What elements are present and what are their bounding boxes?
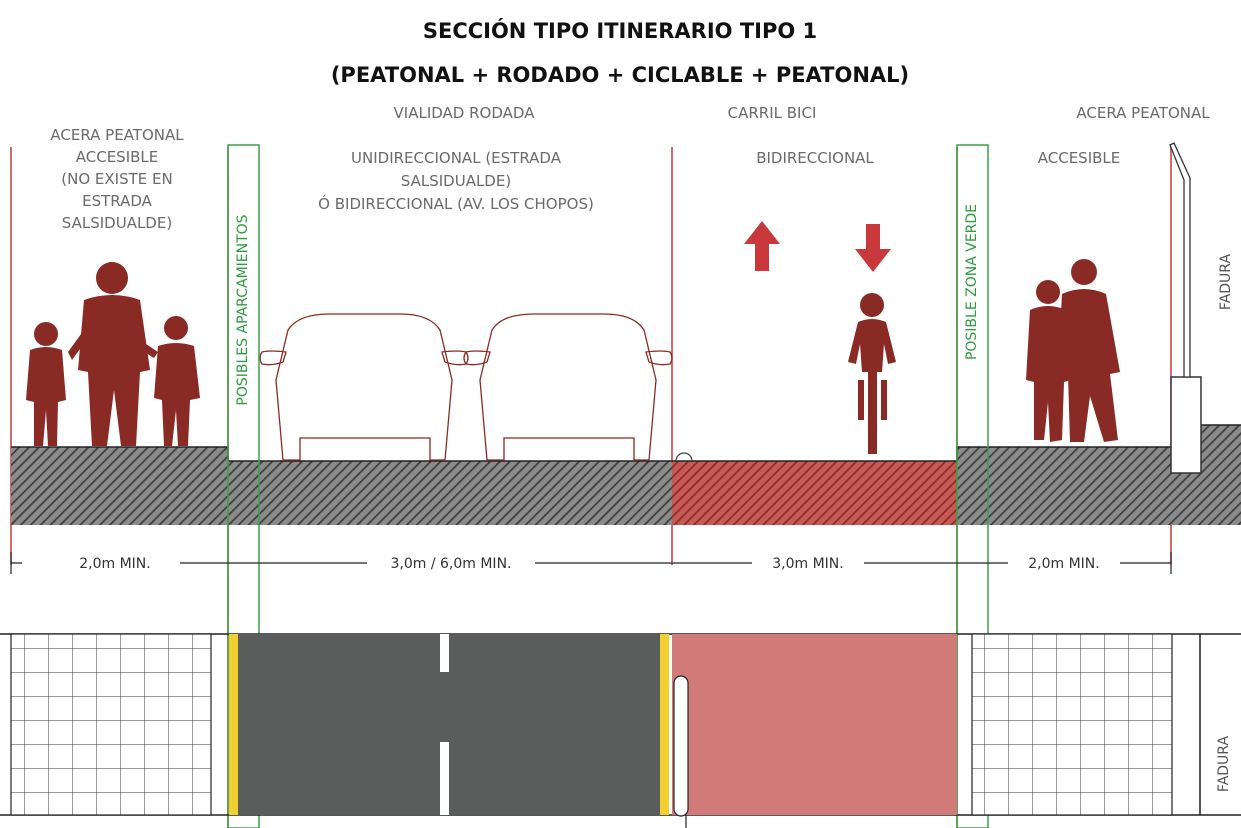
bike-heading: CARRIL BICI [728,104,817,122]
bike-line: BIDIRECCIONAL [756,149,874,167]
pedestrian-family-icon [26,262,200,446]
road-heading: VIALIDAD RODADA [394,104,536,122]
title-line-2: (PEATONAL + RODADO + CICLABLE + PEATONAL… [331,63,909,87]
plan-left-sidewalk [10,633,212,816]
road-line-1: UNIDIRECCIONAL (ESTRADA [351,149,562,167]
road-line-2: SALSIDUALDE) [401,172,511,190]
left-sidewalk-line-2: ACCESIBLE [76,148,159,166]
cyclist-icon [848,293,896,454]
facade-label-section: FADURA [1218,254,1234,311]
title-line-1: SECCIÓN TIPO ITINERARIO TIPO 1 [423,18,817,43]
car-left-icon [259,313,469,461]
pedestrian-couple-icon [1026,259,1120,442]
left-sidewalk-line-3: (NO EXISTE EN [61,170,172,188]
road-line-3: Ó BIDIRECCIONAL (AV. LOS CHOPOS) [318,194,594,213]
green-zone-strip [956,144,989,828]
plan-right-sidewalk [971,633,1173,816]
left-sidewalk-line-4: ESTRADA [82,192,153,210]
parking-label: POSIBLES APARCAMIENTOS [235,214,251,405]
dimension-bike-lane: 3,0m MIN. [772,556,843,572]
green-zone-label: POSIBLE ZONA VERDE [964,204,980,360]
plan-view [0,633,1241,828]
dimension-right-sidewalk: 2,0m MIN. [1028,556,1099,572]
dimension-left-sidewalk: 2,0m MIN. [79,556,150,572]
facade-wall [1169,142,1202,474]
right-sidewalk-heading: ACERA PEATONAL [1076,104,1210,122]
dimension-line [10,552,1172,574]
left-sidewalk-line-5: SALSIDUALDE) [62,214,172,232]
plan-yellow-line-left [229,634,238,815]
ground-section [11,424,1241,525]
arrow-up-icon [744,221,780,271]
left-sidewalk-line-1: ACERA PEATONAL [50,126,184,144]
plan-bike-lane [672,634,957,815]
parking-strip [227,144,260,828]
car-right-icon [463,313,673,461]
facade-label-plan: FADURA [1216,736,1232,793]
right-sidewalk-line: ACCESIBLE [1038,149,1121,167]
arrow-down-icon [855,224,891,272]
dimension-road: 3,0m / 6,0m MIN. [390,556,511,572]
plan-yellow-line-right [660,634,669,815]
